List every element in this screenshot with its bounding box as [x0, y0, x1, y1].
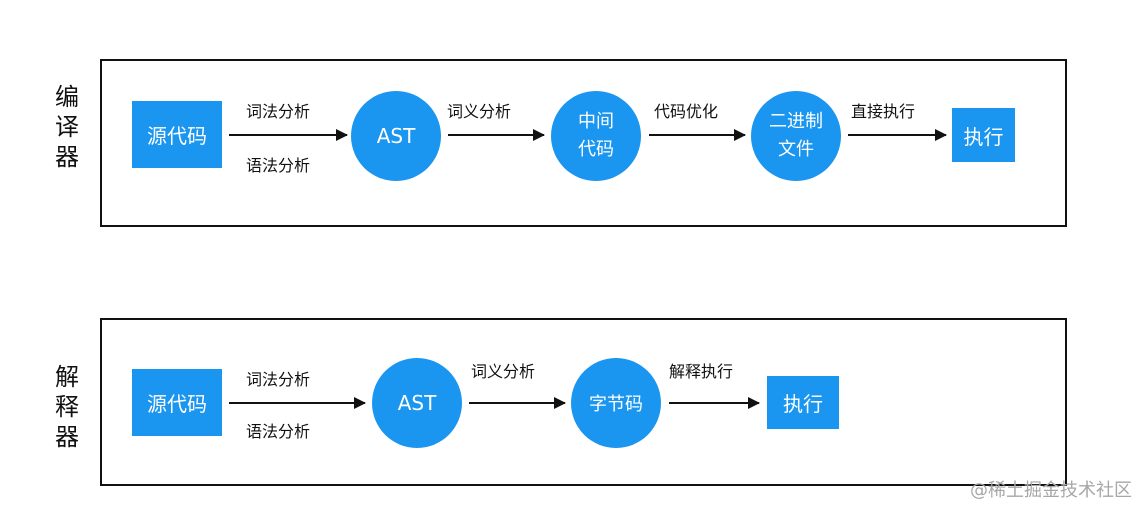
interpreter-ast-node: AST: [372, 358, 462, 448]
compiler-ast-node: AST: [351, 91, 441, 181]
interpreter-bytecode-node: 字节码: [571, 358, 661, 448]
interpreter-syntax-label: 语法分析: [246, 422, 311, 441]
interpreter-label: 解 释 器: [55, 363, 79, 451]
compiler-arrow-binary-to-exec: [848, 129, 947, 141]
compiler-arrow-source-to-ast: [229, 129, 348, 141]
compiler-arrow-ast-to-ir: [448, 129, 545, 141]
compiler-source-code-node: 源代码: [132, 101, 222, 168]
compiler-semantic-label: 词义分析: [447, 102, 512, 121]
compiler-label: 编 译 器: [55, 83, 79, 171]
interpreter-arrow-ast-to-bytecode: [469, 397, 566, 409]
compiler-binary-file-node: 二进制 文件: [751, 91, 841, 181]
interpreter-arrow-source-to-ast: [229, 397, 366, 409]
interpreter-execute-node: 执行: [767, 376, 839, 429]
interpreter-lex-label: 词法分析: [246, 370, 311, 389]
compiler-lex-label: 词法分析: [246, 102, 311, 121]
compiler-execute-node: 执行: [952, 108, 1015, 162]
compiler-optimize-label: 代码优化: [654, 102, 719, 121]
interpreter-arrow-bytecode-to-exec: [669, 397, 760, 409]
interpreter-source-code-node: 源代码: [132, 369, 222, 436]
interpreter-semantic-label: 词义分析: [471, 362, 536, 381]
compiler-arrow-ir-to-binary: [649, 129, 746, 141]
compiler-direct-exec-label: 直接执行: [851, 102, 916, 121]
interpreter-interpret-exec-label: 解释执行: [669, 362, 734, 381]
compiler-intermediate-code-node: 中间 代码: [551, 91, 641, 181]
compiler-syntax-label: 语法分析: [246, 156, 311, 175]
watermark: @稀土掘金技术社区: [970, 480, 1132, 501]
